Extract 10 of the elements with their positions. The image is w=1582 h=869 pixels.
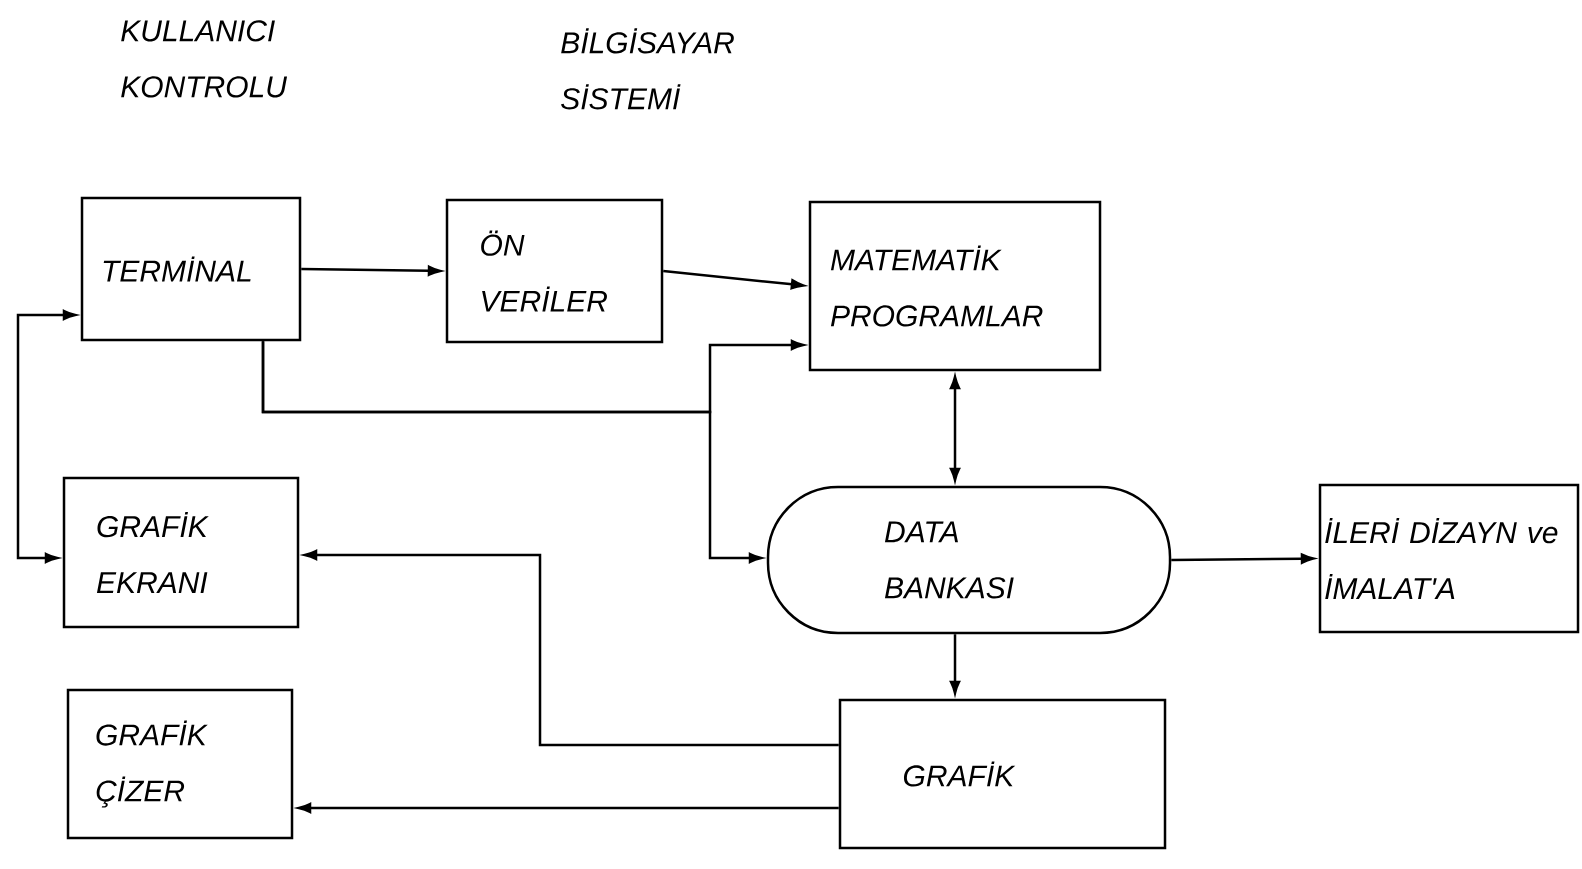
column-heading: KULLANICI KONTROLU	[121, 20, 288, 98]
process-box: TERMİNAL	[80, 196, 302, 342]
rounded-box: DATA BANKASI	[766, 485, 1172, 635]
process-box: ÖN VERİLER	[445, 198, 664, 344]
process-box: İLERİ DİZAYN ve İMALAT'A	[1318, 483, 1580, 634]
process-box: GRAFİK ÇİZER	[66, 688, 294, 840]
process-box: GRAFİK EKRANI	[62, 476, 300, 629]
process-box: GRAFİK	[838, 698, 1167, 850]
process-box: MATEMATİK PROGRAMLAR	[808, 200, 1102, 372]
column-heading: BİLGİSAYAR SİSTEMİ	[561, 28, 734, 110]
